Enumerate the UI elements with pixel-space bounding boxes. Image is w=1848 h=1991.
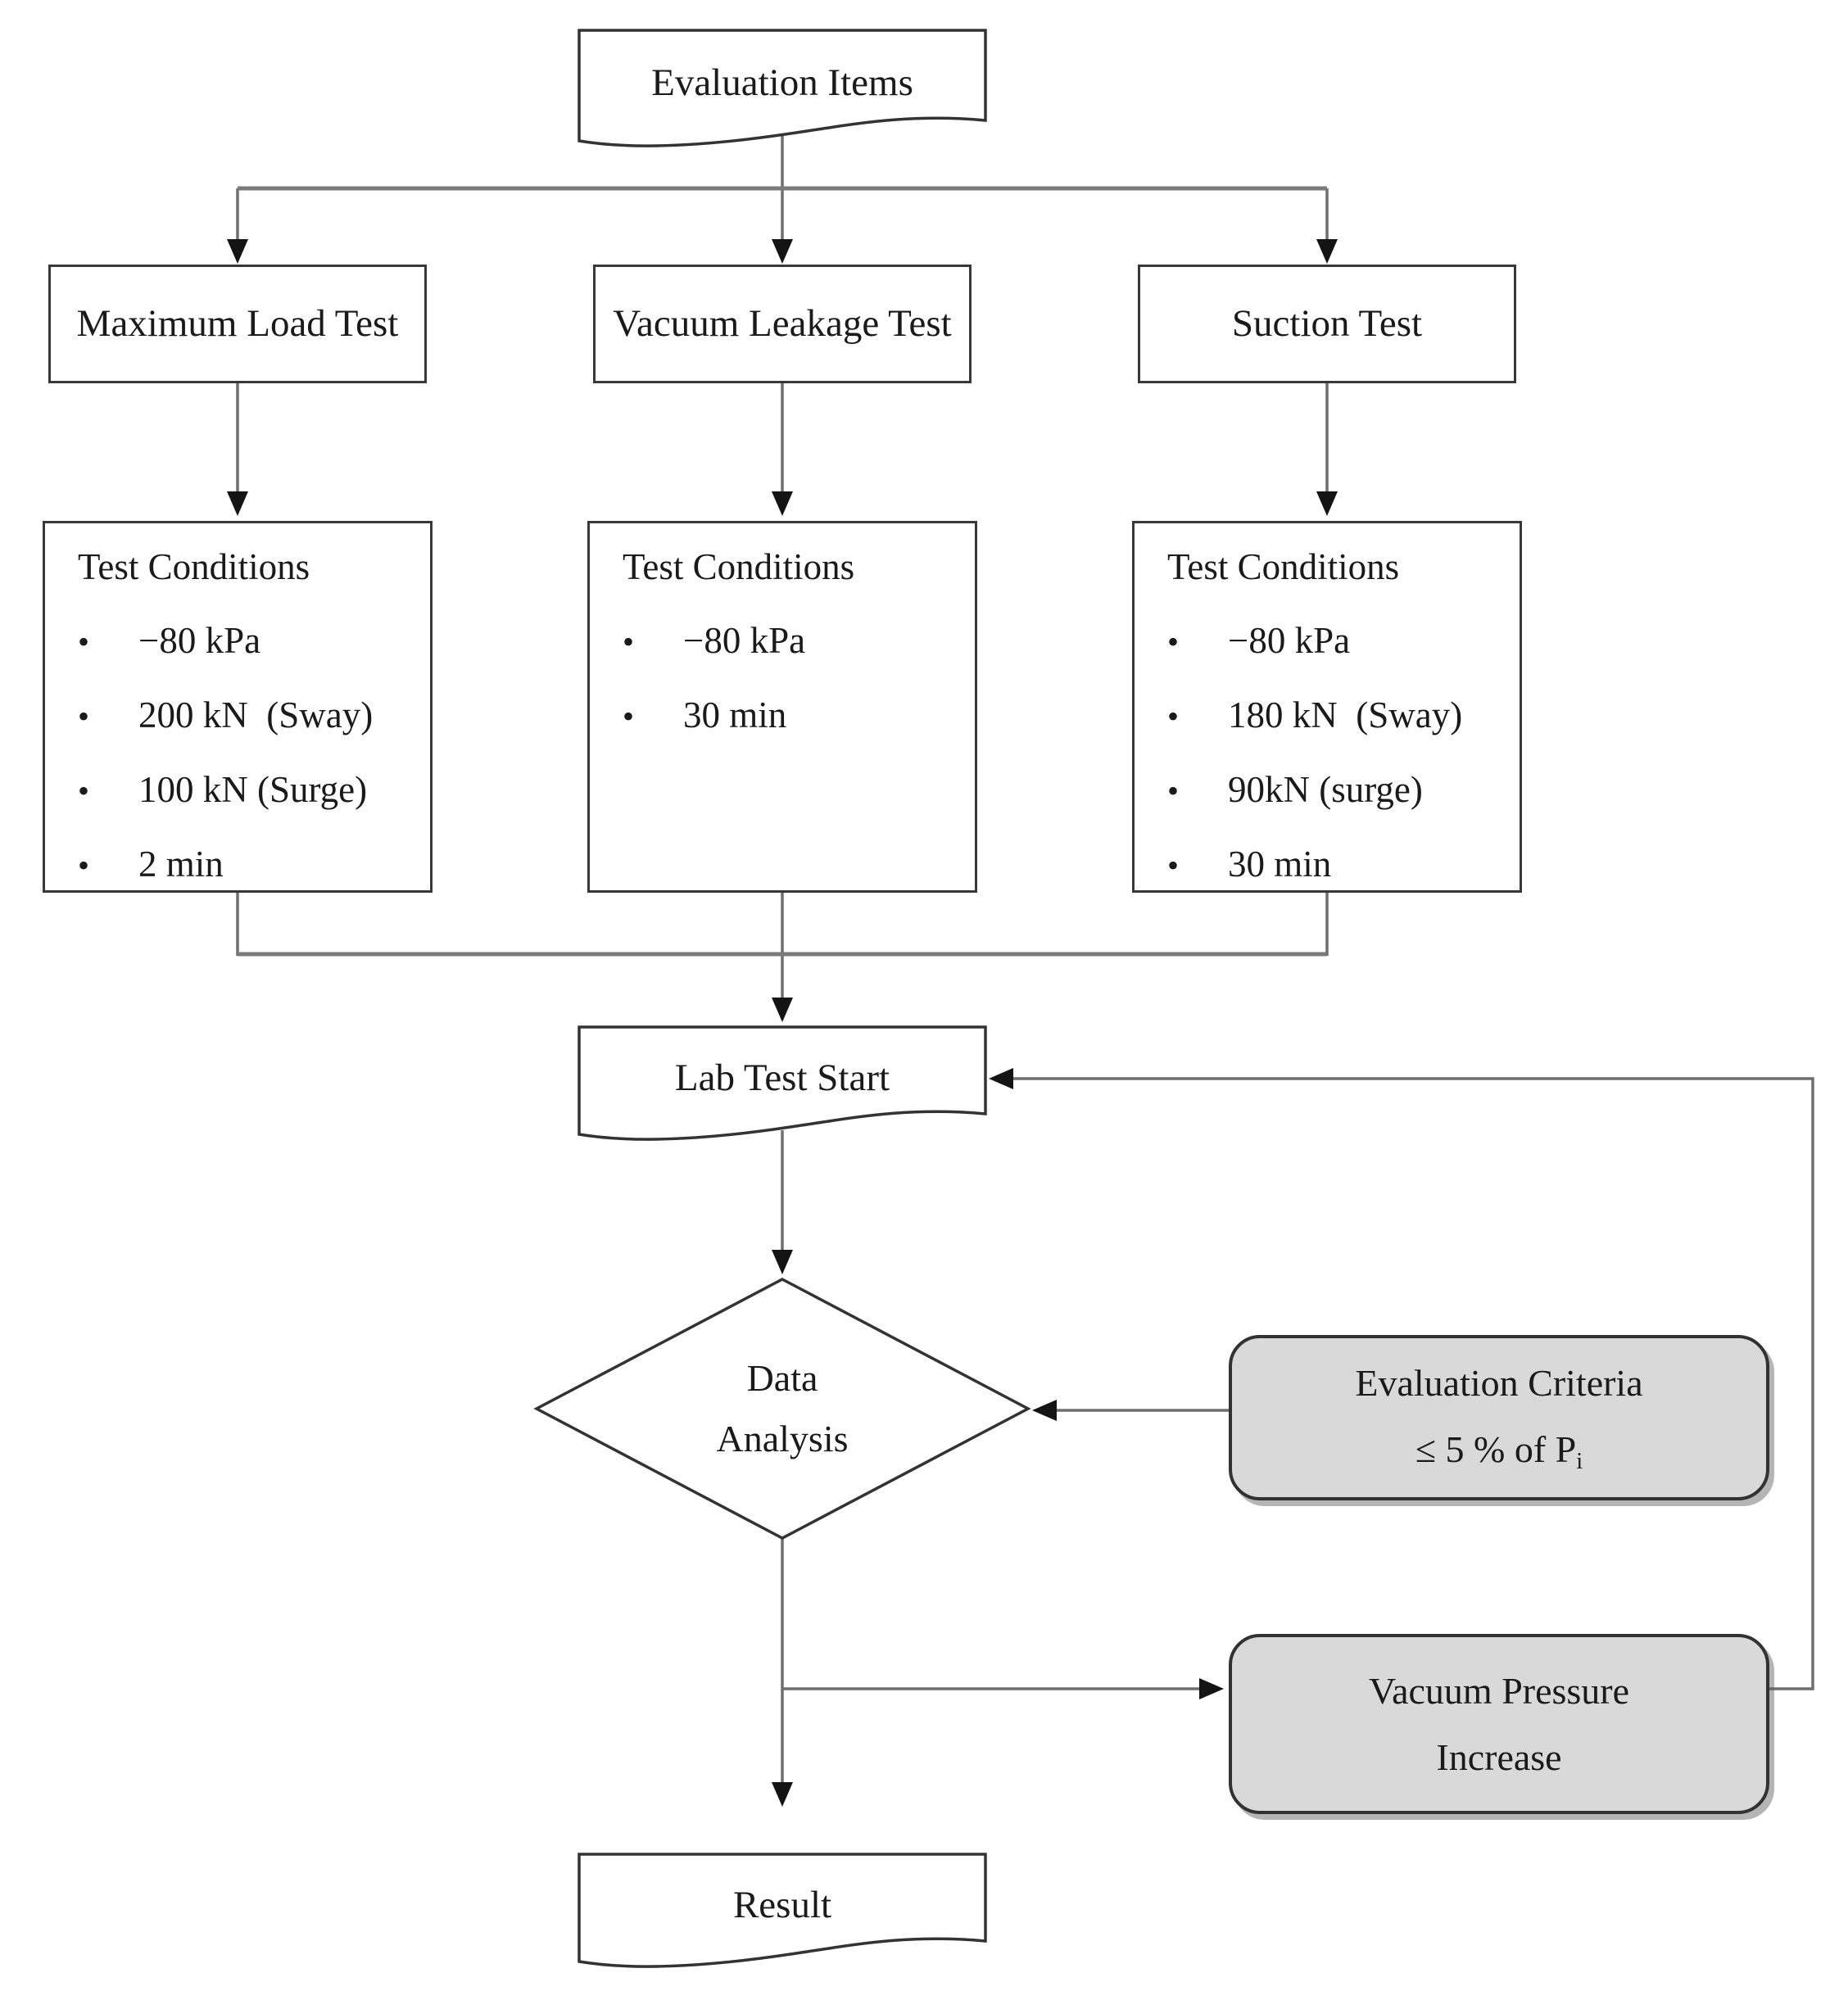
arrowhead-left-decision (1032, 1400, 1057, 1421)
conditions-box-suction: Test Conditions −80 kPa 180 kN (Sway) 90… (1132, 521, 1522, 893)
data-analysis-line2: Analysis (716, 1418, 849, 1459)
arrowhead-left-labtest-loop (989, 1068, 1013, 1089)
condition-item: 30 min (623, 692, 975, 740)
arrowhead-down-decision (772, 1250, 793, 1274)
data-analysis-label: Data Analysis (618, 1343, 946, 1474)
bullet-icon (78, 692, 138, 740)
bullet-icon (78, 618, 138, 665)
document-shapes (578, 29, 987, 1968)
condition-item: 180 kN (Sway) (1167, 692, 1520, 740)
result-label: Result (732, 1883, 832, 1926)
arrowhead-down-labtest (772, 998, 793, 1022)
conditions-box-maximum-load: Test Conditions −80 kPa 200 kN (Sway) 10… (43, 521, 433, 893)
line-loop-vacuum-to-labtest (1010, 1077, 1814, 1690)
connector-lines (236, 123, 1814, 1784)
suction-test-box (1138, 265, 1516, 383)
lab-test-start-shape (578, 1025, 987, 1141)
lab-test-start-label: Lab Test Start (674, 1056, 890, 1099)
suction-test-label: Suction Test (1231, 302, 1423, 346)
evaluation-items-label: Evaluation Items (651, 61, 913, 104)
lines-distribution-drops (236, 188, 1329, 244)
bullet-icon (623, 692, 683, 740)
conditions-title: Test Conditions (1167, 546, 1400, 587)
subscript-i: i (1576, 1448, 1583, 1474)
evaluation-items-shape (578, 29, 987, 147)
conditions-title: Test Conditions (623, 546, 855, 587)
arrowhead-right-vacuum (1199, 1678, 1224, 1699)
conditions-list: −80 kPa 200 kN (Sway) 100 kN (Surge) 2 m… (78, 618, 430, 889)
vacuum-pressure-line2: Increase (1436, 1736, 1562, 1778)
bus-lines (238, 186, 1327, 957)
condition-item: 2 min (78, 841, 430, 889)
conditions-title: Test Conditions (78, 546, 310, 587)
conditions-box-vacuum-leakage: Test Conditions −80 kPa 30 min (587, 521, 977, 893)
bullet-icon (1167, 692, 1228, 740)
arrowhead-down-right-test (1316, 239, 1338, 264)
condition-item: 200 kN (Sway) (78, 692, 430, 740)
evaluation-criteria-box: Evaluation Criteria ≤ 5 % of Pi (1229, 1335, 1769, 1500)
bullet-icon (1167, 618, 1228, 665)
data-analysis-line1: Data (746, 1357, 818, 1399)
condition-item: −80 kPa (1167, 618, 1520, 665)
vacuum-pressure-increase-box: Vacuum Pressure Increase (1229, 1634, 1769, 1814)
maximum-load-test-label: Maximum Load Test (76, 302, 399, 346)
vacuum-leakage-test-box (593, 265, 972, 383)
bullet-icon (78, 841, 138, 889)
arrowhead-down-middle-test (772, 239, 793, 264)
vacuum-leakage-test-label: Vacuum Leakage Test (613, 302, 952, 346)
arrowhead-down-middle-cond (772, 491, 793, 516)
maximum-load-test-box (48, 265, 427, 383)
conditions-list: −80 kPa 180 kN (Sway) 90kN (surge) 30 mi… (1167, 618, 1520, 889)
conditions-list: −80 kPa 30 min (623, 618, 975, 740)
condition-item: 30 min (1167, 841, 1520, 889)
condition-item: −80 kPa (623, 618, 975, 665)
condition-item: 90kN (surge) (1167, 767, 1520, 814)
bullet-icon (623, 618, 683, 665)
vacuum-pressure-line1: Vacuum Pressure (1368, 1670, 1630, 1712)
arrowheads (227, 239, 1338, 1807)
arrowhead-down-right-cond (1316, 491, 1338, 516)
evaluation-criteria-line2: ≤ 5 % of Pi (1415, 1428, 1583, 1474)
bullet-icon (1167, 767, 1228, 814)
arrowhead-down-result (772, 1782, 793, 1807)
condition-item: −80 kPa (78, 618, 430, 665)
result-shape (578, 1853, 987, 1968)
lines-test-to-conditions (236, 383, 1329, 495)
bullet-icon (1167, 841, 1228, 889)
lines-merge-drops (236, 893, 1329, 956)
bullet-icon (78, 767, 138, 814)
evaluation-criteria-line1: Evaluation Criteria (1355, 1361, 1643, 1404)
arrowhead-down-left-test (227, 239, 248, 264)
arrowhead-down-left-cond (227, 491, 248, 516)
condition-item: 100 kN (Surge) (78, 767, 430, 814)
data-analysis-diamond-shape (533, 1278, 1031, 1540)
